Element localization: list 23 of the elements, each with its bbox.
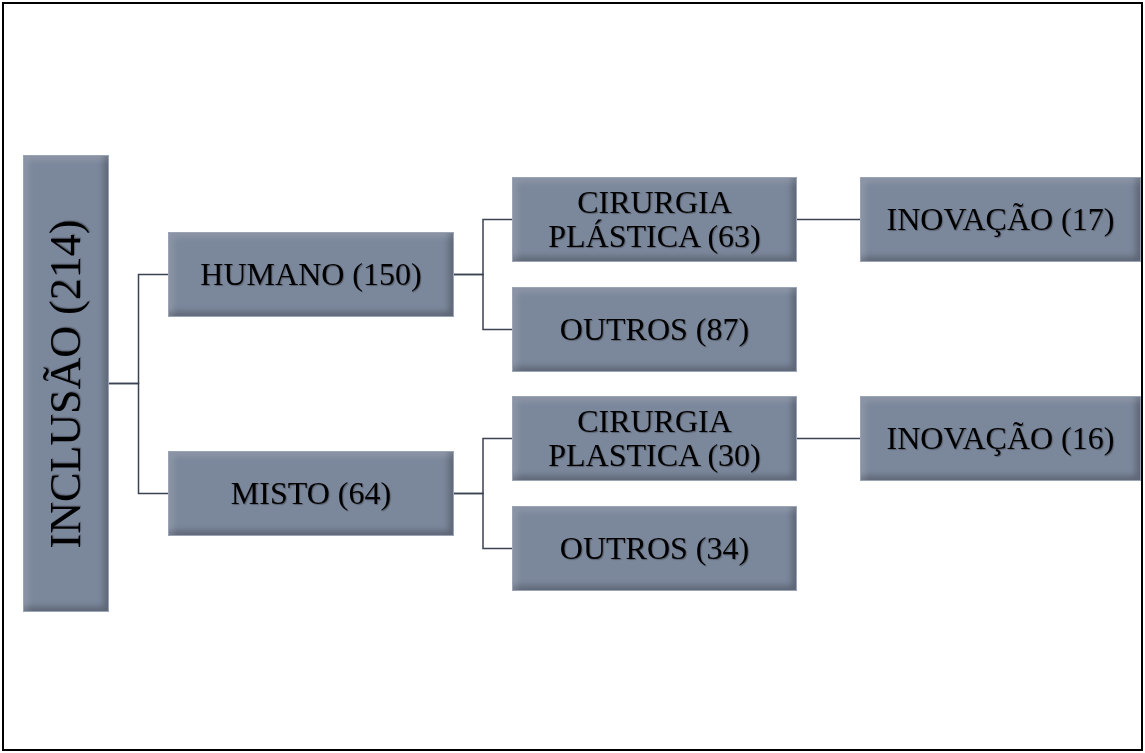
node-label: OUTROS (34) [558, 531, 751, 566]
connector-line [796, 437, 861, 440]
node-label: CIRURGIA PLÁSTICA (63) [547, 185, 762, 254]
category-box [168, 451, 454, 536]
connector-line [453, 273, 513, 331]
category-box [23, 155, 109, 612]
node-label: OUTROS (87) [558, 312, 751, 347]
node-label: MISTO (64) [229, 476, 393, 511]
connector-line [108, 382, 169, 495]
category-box [860, 396, 1141, 481]
node-label: CIRURGIA PLASTICA (30) [547, 404, 762, 473]
node-label: INCLUSÃO (214) [44, 219, 88, 548]
node-label: INOVAÇÃO (16) [885, 421, 1116, 456]
category-box [512, 177, 797, 262]
node-label: HUMANO (150) [199, 257, 423, 292]
connector-line [796, 218, 861, 221]
category-box [512, 506, 797, 591]
category-box [168, 232, 454, 317]
category-box [860, 177, 1141, 262]
node-label: INOVAÇÃO (17) [885, 202, 1116, 237]
category-box [512, 396, 797, 481]
category-box [512, 287, 797, 372]
connector-line [453, 492, 513, 550]
